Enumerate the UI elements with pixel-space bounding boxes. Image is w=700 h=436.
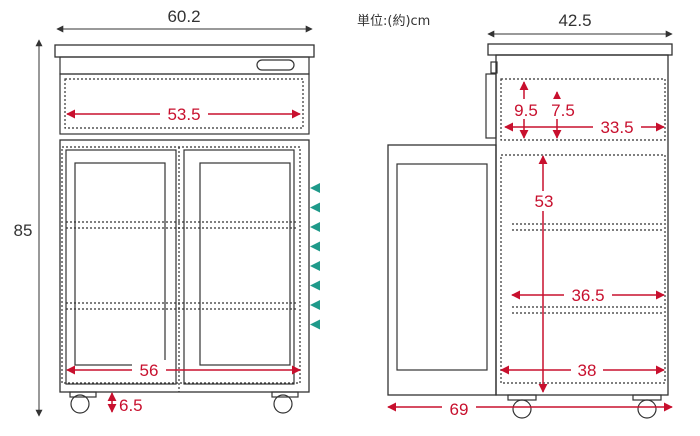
door-open-depth-label: 69 (450, 400, 469, 419)
side-lower-compartment (500, 154, 666, 384)
top-inner-depth-label-bg (593, 117, 641, 137)
door-open-depth-label-bg (442, 397, 476, 419)
top-height-b-label: 7.5 (551, 101, 575, 120)
top-inner-depth-label: 33.5 (600, 118, 633, 137)
shelf-adjust-marker-icon (310, 202, 320, 213)
front-right-door (183, 149, 295, 385)
front-height-label: 85 (14, 221, 33, 240)
shelf-adjust-marker-icon (310, 222, 320, 232)
display-panel-icon (256, 59, 295, 71)
side-open-door-glass (396, 163, 488, 371)
front-left-door-glass (74, 162, 166, 366)
side-top-plate (487, 43, 673, 56)
front-right-door-glass (199, 162, 291, 366)
bottom-inner-depth-label-bg (571, 360, 603, 380)
front-height-label-bg (2, 219, 36, 241)
shelf-depth-label: 36.5 (571, 286, 604, 305)
shelf-adjust-marker-icon (310, 183, 320, 193)
shelf-adjust-markers (310, 183, 320, 330)
top-height-a-label-bg (509, 99, 543, 119)
side-handle-lower (485, 73, 497, 139)
side-view (387, 30, 673, 419)
shelf-adjust-marker-icon (310, 241, 320, 252)
shelf-depth-label-bg (564, 285, 612, 305)
side-handle-upper (490, 61, 498, 74)
caster-height-label: 6.5 (119, 396, 143, 415)
side-depth-label: 42.5 (558, 11, 591, 30)
front-caster-right (271, 391, 299, 414)
door-label-bg (132, 360, 166, 380)
side-shelf-lower (512, 306, 664, 314)
shelf-adjust-marker-icon (310, 280, 320, 291)
unit-label: 単位:(約)cm (357, 13, 430, 29)
shelf-adjust-marker-icon (310, 261, 320, 271)
side-upper-compartment (500, 78, 666, 141)
top-height-b-label-bg (547, 99, 581, 119)
front-cabinet-body (59, 139, 310, 393)
front-caster-left (69, 391, 97, 414)
front-interior-outline (61, 146, 301, 384)
drawer-label-bg (160, 104, 208, 124)
side-shelf-upper (512, 223, 664, 231)
front-drawer-inner (64, 78, 304, 129)
interior-height-label: 53 (535, 192, 554, 211)
drawer-inner-width-label: 53.5 (167, 105, 200, 124)
front-shelf-lower (66, 302, 298, 310)
bottom-inner-depth-label: 38 (578, 361, 597, 380)
front-left-door (65, 149, 177, 385)
front-view (35, 25, 315, 417)
shelf-adjust-marker-icon (310, 319, 320, 330)
front-top-plate (54, 44, 315, 58)
shelf-adjust-marker-icon (310, 300, 320, 310)
front-width-label: 60.2 (167, 7, 200, 26)
front-shelf-upper (66, 221, 298, 229)
side-open-door (387, 144, 497, 396)
top-height-a-label: 9.5 (514, 101, 538, 120)
interior-height-label-bg (531, 191, 557, 211)
door-inner-width-label: 56 (140, 361, 159, 380)
front-drawer (59, 73, 310, 135)
